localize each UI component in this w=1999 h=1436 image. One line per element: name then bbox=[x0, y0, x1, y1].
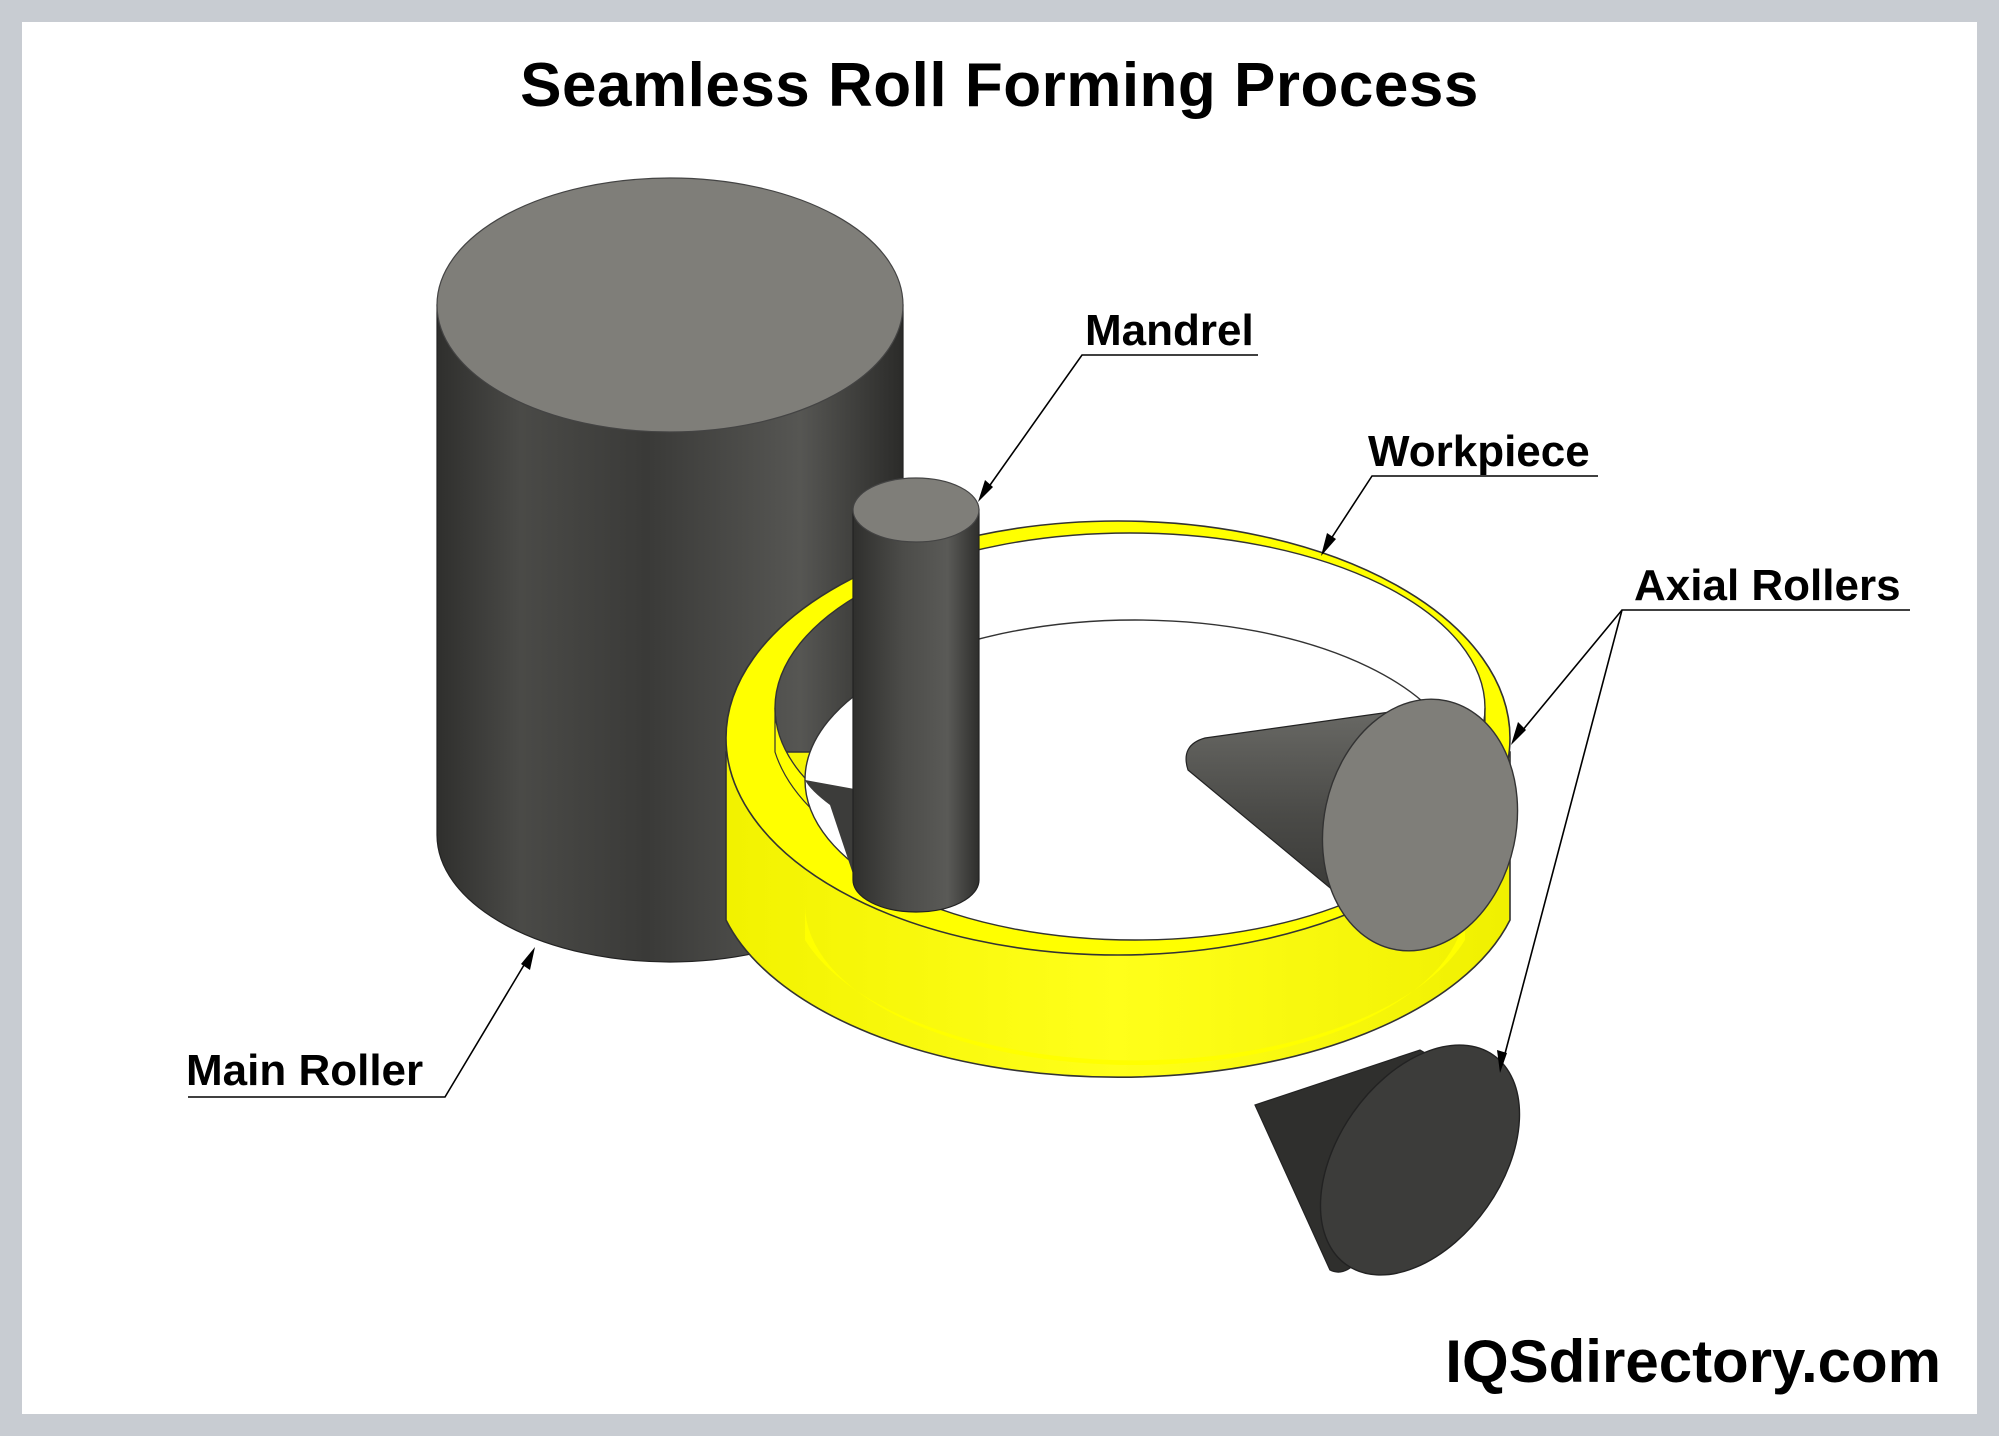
mandrel-label: Mandrel bbox=[1085, 306, 1254, 355]
mandrel-leader bbox=[978, 354, 1258, 502]
axial-rollers-leader bbox=[1497, 609, 1910, 1073]
workpiece-leader bbox=[1321, 475, 1598, 556]
brand-wordmark: IQSdirectory.com bbox=[1445, 1328, 1941, 1395]
axial-roller-upper bbox=[1185, 698, 1519, 952]
diagram-title: Seamless Roll Forming Process bbox=[520, 51, 1479, 120]
workpiece-label: Workpiece bbox=[1368, 427, 1590, 476]
axial-rollers-label: Axial Rollers bbox=[1634, 561, 1901, 610]
main-roller-label: Main Roller bbox=[186, 1046, 423, 1095]
main-roller-leader bbox=[188, 947, 535, 1098]
axial-roller-lower bbox=[1254, 1044, 1521, 1276]
mandrel bbox=[852, 477, 980, 913]
